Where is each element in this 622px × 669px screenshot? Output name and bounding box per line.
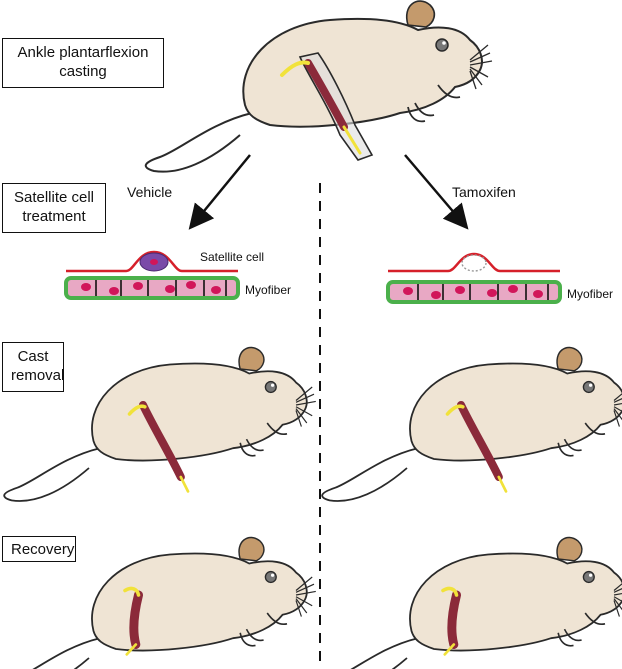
mouse-recovery-tamoxifen: [321, 536, 622, 669]
step-recovery-box: Recovery: [2, 536, 76, 562]
step-casting-label: Ankle plantarflexion casting: [17, 44, 149, 80]
myofiber-right-label: Myofiber: [567, 287, 614, 301]
branch-tamoxifen-label: Tamoxifen: [452, 184, 516, 200]
myofiber-left-label: Myofiber: [245, 283, 292, 297]
mouse-cast-removal-vehicle: [3, 346, 317, 502]
branch-vehicle-label: Vehicle: [127, 184, 173, 200]
myofiber-tamoxifen: [386, 252, 562, 304]
step-cast-removal-box: Cast removal: [2, 342, 64, 392]
step-treatment-box: Satellite cell treatment: [2, 183, 106, 233]
step-casting-box: Ankle plantarflexion casting: [2, 38, 164, 88]
arrow-tamoxifen: [404, 154, 469, 230]
arrow-vehicle: [188, 154, 251, 230]
empty-niche-icon: [461, 254, 487, 272]
mouse-cast-removal-tamoxifen: [321, 346, 622, 502]
satellite-cell-label: Satellite cell: [200, 250, 265, 264]
step-treatment-label: Satellite cell treatment: [13, 189, 95, 225]
mouse-casting: [144, 0, 493, 173]
mouse-recovery-vehicle: [3, 536, 317, 669]
step-recovery-label: Recovery: [11, 541, 75, 558]
myofiber-vehicle: [64, 250, 240, 300]
step-cast-removal-label: Cast removal: [11, 348, 65, 384]
